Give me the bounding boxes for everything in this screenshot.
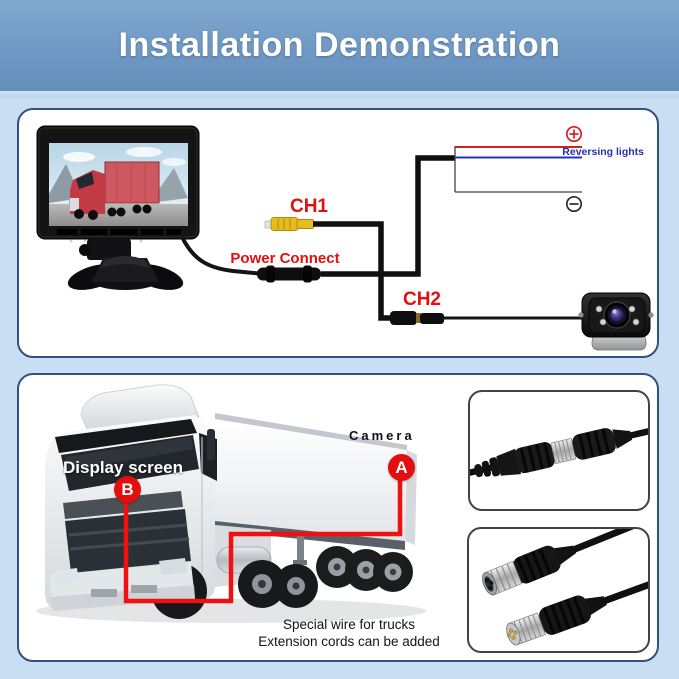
plus-icon (565, 125, 583, 143)
wire-route-path (123, 477, 403, 604)
power-wire (321, 155, 455, 277)
power-connect-label: Power Connect (230, 250, 340, 267)
monitor-screen (49, 143, 188, 226)
trailer-body (215, 413, 417, 565)
trailer-wheels (316, 546, 413, 592)
marker-b-badge: B (114, 476, 141, 503)
minus-icon (565, 195, 583, 213)
truck-shadow (36, 599, 426, 623)
male-connector (506, 564, 648, 646)
monitor-buttons (57, 229, 181, 235)
ch1-wire (313, 221, 390, 321)
truck-install-panel: Camera Display screen A B Special wire f… (17, 373, 659, 662)
wiring-diagram-graphic (36, 125, 654, 351)
ch2-label: CH2 (402, 289, 441, 310)
display-screen-label: Display screen (63, 458, 184, 477)
monitor-cable (180, 236, 260, 276)
camera-icon (578, 292, 654, 351)
note-line-1: Special wire for trucks (282, 617, 416, 632)
wiring-diagram-panel: CH1 Power Connect CH2 Reversing lights (17, 108, 659, 358)
truck-note: Special wire for trucks Extension cords … (228, 616, 470, 650)
connector-pair-box (467, 527, 650, 653)
header-divider (0, 91, 679, 98)
rca-connector-icon (264, 217, 315, 231)
female-connector (482, 529, 648, 596)
camera-label: Camera (349, 428, 415, 443)
screen-truck-image (70, 161, 160, 220)
truck-graphic (36, 384, 426, 623)
reversing-light-wires (454, 146, 582, 193)
marker-a-badge: A (388, 454, 415, 481)
connector-mated-icon (470, 424, 648, 480)
reversing-lights-label: Reversing lights (562, 146, 644, 158)
ch1-label: CH1 (289, 196, 328, 217)
ch2-connector-icon (390, 311, 444, 325)
monitor-stand (67, 239, 184, 290)
header-banner: Installation Demonstration (0, 0, 679, 91)
note-line-2: Extension cords can be added (258, 634, 440, 649)
connector-pair-icon (482, 529, 648, 646)
power-inline-connector-icon (257, 265, 321, 283)
monitor-icon (36, 125, 200, 290)
connector-mated-box (468, 390, 650, 511)
page-title: Installation Demonstration (118, 26, 561, 64)
